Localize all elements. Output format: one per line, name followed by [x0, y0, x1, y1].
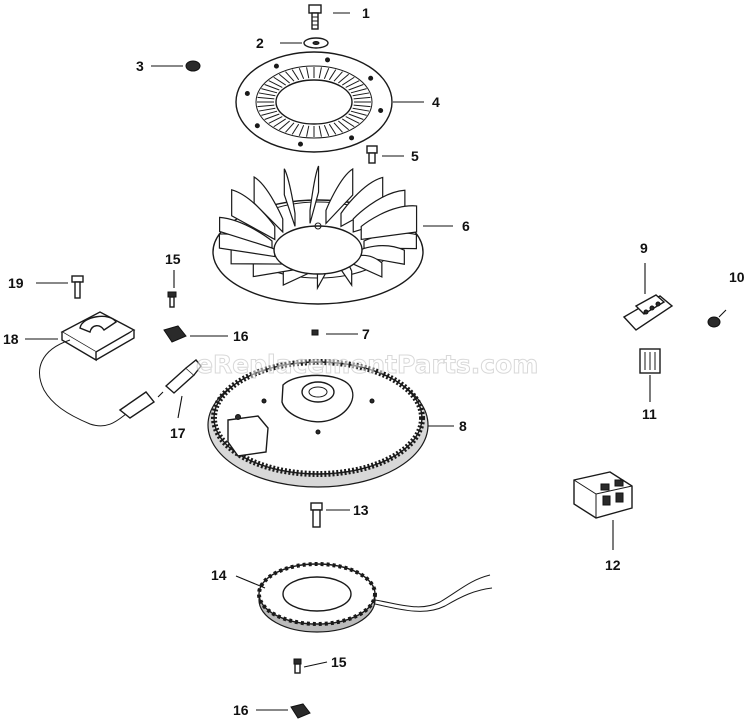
part-17-spark-plug[interactable] — [157, 359, 202, 398]
part-16-clip-upper[interactable] — [163, 325, 187, 343]
part-14-stator[interactable] — [257, 562, 493, 633]
callout-2: 2 — [256, 35, 264, 51]
callout-9: 9 — [640, 240, 648, 256]
callout-16-upper: 16 — [233, 328, 249, 344]
part-6-fan[interactable] — [212, 165, 424, 305]
watermark-text: eReplacementParts.com — [196, 350, 538, 379]
callout-12: 12 — [605, 557, 621, 573]
part-18-ignition-module[interactable] — [39, 311, 156, 427]
part-5-screw[interactable] — [366, 145, 378, 164]
part-1-bolt[interactable] — [308, 4, 322, 30]
part-9-rectifier[interactable] — [622, 294, 674, 331]
callout-16-lower: 16 — [233, 702, 249, 718]
callout-11: 11 — [642, 406, 657, 422]
callout-14: 14 — [211, 567, 227, 583]
callout-19: 19 — [8, 275, 24, 291]
part-16-clip-lower[interactable] — [290, 703, 311, 719]
callout-15-lower: 15 — [331, 654, 347, 670]
callout-6: 6 — [462, 218, 470, 234]
callout-15-upper: 15 — [165, 251, 181, 267]
callout-18: 18 — [3, 331, 19, 347]
leader-lines — [25, 12, 651, 711]
part-7-key[interactable] — [311, 329, 319, 336]
callout-3: 3 — [136, 58, 144, 74]
part-12-plug[interactable] — [573, 471, 633, 519]
part-10-screw[interactable] — [707, 309, 727, 328]
callout-labels: 1 2 3 4 5 6 7 8 9 10 11 12 13 14 15 16 1… — [3, 5, 745, 718]
part-11-connector[interactable] — [639, 348, 661, 374]
part-19-screw[interactable] — [71, 275, 84, 299]
callout-8: 8 — [459, 418, 467, 434]
callout-10: 10 — [729, 269, 745, 285]
part-15-screw-lower[interactable] — [293, 658, 302, 674]
part-15-screw-upper[interactable] — [167, 291, 177, 308]
part-3-nut[interactable] — [185, 60, 201, 72]
callout-1: 1 — [362, 5, 370, 21]
callout-13: 13 — [353, 502, 369, 518]
part-8-flywheel[interactable] — [207, 359, 429, 488]
callout-17: 17 — [170, 425, 186, 441]
callout-5: 5 — [411, 148, 419, 164]
callout-4: 4 — [432, 94, 440, 110]
part-2-washer[interactable] — [303, 37, 329, 49]
callout-7: 7 — [362, 326, 370, 342]
part-4-screen-disk[interactable] — [235, 51, 393, 153]
part-13-bolt[interactable] — [310, 502, 323, 528]
